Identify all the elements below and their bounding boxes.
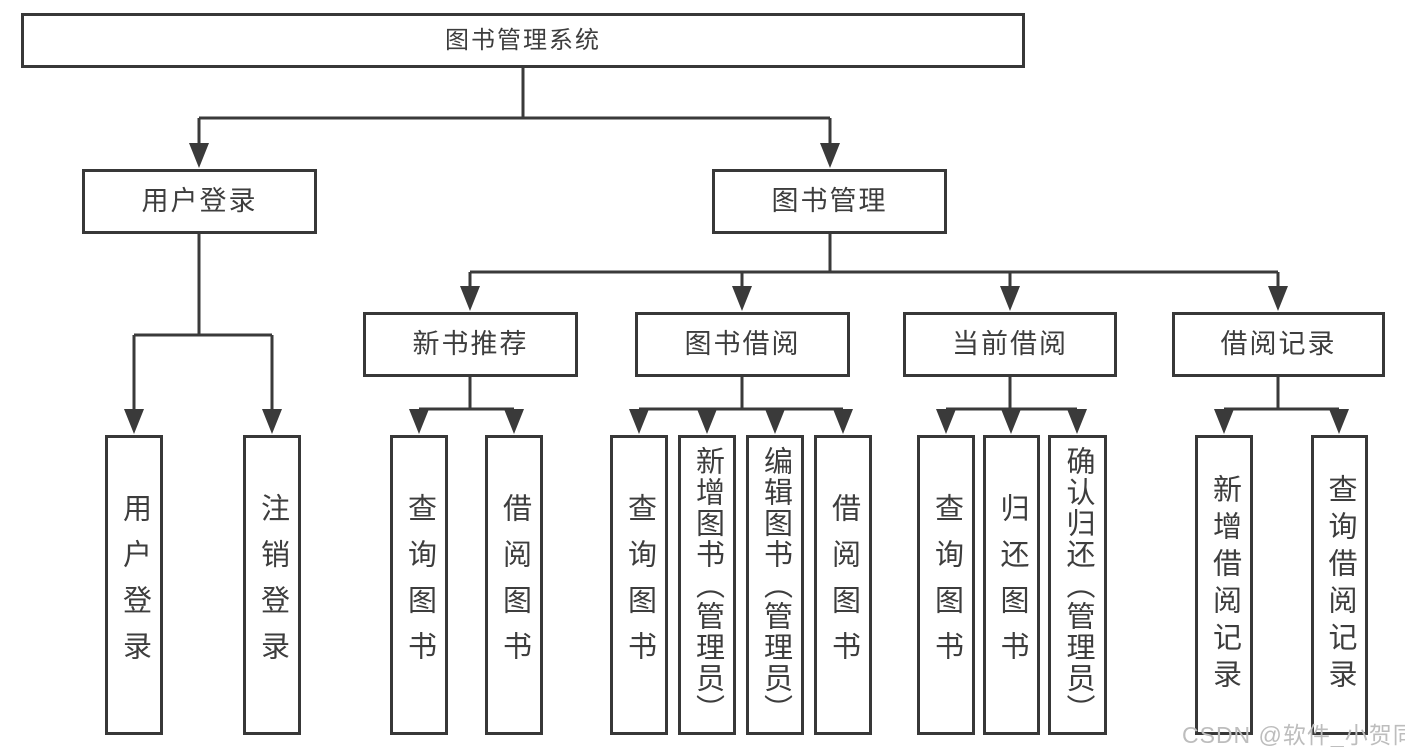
arrowhead-icon: [1268, 286, 1288, 311]
arrowhead-icon: [697, 409, 717, 434]
node-leaf-add-books: 新增图书（管理员）: [678, 435, 736, 735]
node-label: 用户登录: [118, 493, 151, 677]
node-label: 图书管理系统: [445, 26, 601, 54]
node-label: 查询图书: [623, 493, 656, 677]
arrowhead-icon: [1001, 409, 1021, 434]
node-label: 新书推荐: [412, 329, 529, 359]
node-leaf-return-books: 归还图书: [983, 435, 1040, 735]
node-borrowing-records: 借阅记录: [1172, 312, 1385, 377]
arrowhead-icon: [820, 143, 840, 168]
node-current-borrowing: 当前借阅: [903, 312, 1117, 377]
node-leaf-query-books-1: 查询图书: [390, 435, 448, 735]
node-label: 用户登录: [141, 186, 258, 216]
arrowhead-icon: [262, 409, 282, 434]
node-leaf-add-borrow-record: 新增借阅记录: [1195, 435, 1253, 735]
node-label: 新增图书（管理员）: [691, 445, 724, 725]
node-label: 查询借阅记录: [1324, 474, 1356, 696]
node-label: 当前借阅: [952, 329, 1068, 359]
node-label: 注销登录: [256, 493, 289, 677]
node-root: 图书管理系统: [21, 13, 1025, 68]
node-label: 新增借阅记录: [1208, 474, 1241, 696]
node-leaf-user-login: 用户登录: [105, 435, 163, 735]
node-leaf-edit-books: 编辑图书（管理员）: [746, 435, 804, 735]
arrowhead-icon: [833, 409, 853, 434]
arrowhead-icon: [504, 409, 524, 434]
node-book-management: 图书管理: [712, 169, 947, 234]
arrowhead-icon: [1067, 409, 1087, 434]
node-label: 查询图书: [930, 493, 963, 677]
arrowhead-icon: [765, 409, 785, 434]
node-label: 借阅图书: [498, 493, 531, 677]
node-label: 归还图书: [996, 493, 1028, 677]
node-new-book-recommend: 新书推荐: [363, 312, 578, 377]
arrowhead-icon: [629, 409, 649, 434]
arrowhead-icon: [1214, 409, 1234, 434]
node-leaf-query-books-3: 查询图书: [917, 435, 975, 735]
node-leaf-query-books-2: 查询图书: [610, 435, 668, 735]
arrowhead-icon: [936, 409, 956, 434]
arrowhead-icon: [460, 286, 480, 311]
node-book-borrowing: 图书借阅: [635, 312, 850, 377]
node-user-login: 用户登录: [82, 169, 317, 234]
node-leaf-borrow-books-2: 借阅图书: [814, 435, 872, 735]
node-label: 借阅记录: [1220, 329, 1337, 359]
node-leaf-logout: 注销登录: [243, 435, 301, 735]
arrowhead-icon: [732, 286, 752, 311]
watermark: CSDN @软件_小贺同学: [1182, 722, 1405, 747]
arrowhead-icon: [124, 409, 144, 434]
node-label: 图书管理: [771, 186, 888, 216]
node-label: 查询图书: [403, 493, 436, 677]
node-label: 图书借阅: [684, 329, 801, 359]
node-label: 编辑图书（管理员）: [759, 445, 792, 725]
node-label: 确认归还（管理员）: [1062, 445, 1094, 725]
node-leaf-borrow-books-1: 借阅图书: [485, 435, 543, 735]
arrowhead-icon: [1000, 286, 1020, 311]
node-leaf-query-borrow-record: 查询借阅记录: [1311, 435, 1368, 735]
node-label: 借阅图书: [827, 493, 860, 677]
node-leaf-confirm-return: 确认归还（管理员）: [1048, 435, 1107, 735]
arrowhead-icon: [1329, 409, 1349, 434]
arrowhead-icon: [189, 143, 209, 168]
arrowhead-icon: [409, 409, 429, 434]
